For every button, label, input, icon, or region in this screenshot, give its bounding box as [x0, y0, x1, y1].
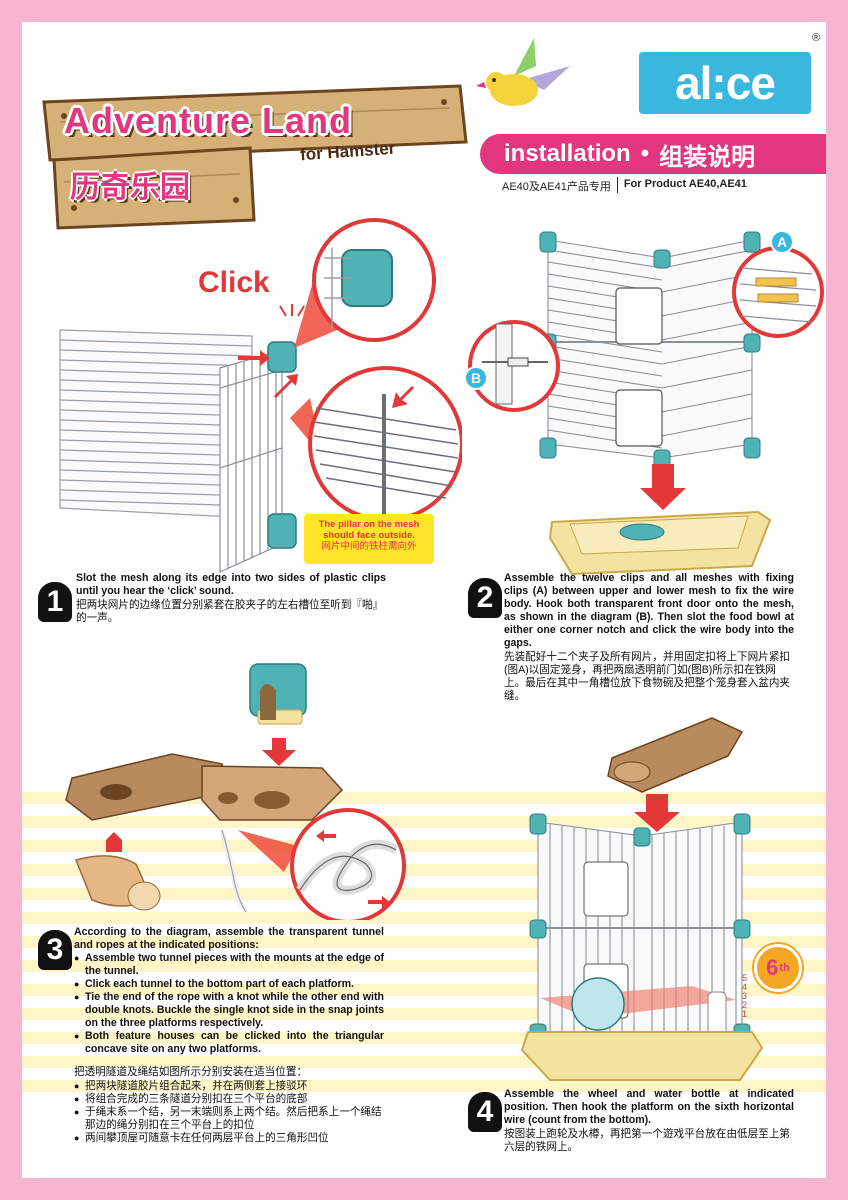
step3-bullet-cn: 于绳末系一个结，另一末端则系上两个结。然后把系上一个绳结那边的绳分别扣在三个平台…	[74, 1106, 384, 1132]
brand-logo-text: al:ce	[675, 57, 776, 109]
step4-illustration	[520, 717, 764, 1081]
level-number: 3	[742, 991, 748, 1001]
product-cn: AE40及AE41产品专用	[502, 181, 611, 193]
installation-dot: •	[640, 140, 650, 167]
step2-text: Assemble the twelve clips and all meshes…	[504, 572, 794, 703]
installation-label: installation	[504, 140, 631, 167]
level-number: 2	[742, 1000, 748, 1010]
step3-bullet: Both feature houses can be clicked into …	[74, 1030, 384, 1056]
bird-icon	[476, 38, 570, 106]
step3-bullets-cn: 把两块隧道胶片组合起来，并在两侧套上接驳环 将组合完成的三条隧道分别扣在三个平台…	[74, 1080, 384, 1145]
step1-text: Slot the mesh along its edge into two si…	[76, 572, 386, 625]
mesh-panel-left	[59, 329, 253, 519]
door-lower	[615, 389, 663, 447]
step3-bullet: Click each tunnel to the bottom part of …	[74, 978, 384, 991]
level-number: 5	[742, 973, 748, 983]
arrow-down	[640, 464, 686, 510]
arrow-down-4	[634, 794, 680, 832]
installation-label-cn: 组装说明	[659, 143, 756, 171]
door-upper	[615, 287, 663, 345]
food-bowl	[619, 523, 665, 541]
step3-intro: According to the diagram, assemble the t…	[74, 926, 384, 951]
step3-bullet-cn: 两间攀顶屋可随意卡在任何两层平台上的三角形凹位	[74, 1132, 384, 1145]
product-line: AE40及AE41产品专用 For Product AE40,AE41	[502, 177, 747, 194]
step3-bullet: Tie the end of the rope with a knot whil…	[74, 991, 384, 1030]
zoom-circle-a	[732, 246, 824, 338]
feature-house	[249, 663, 307, 717]
step4-number: 4	[468, 1092, 502, 1132]
step3-illustration	[65, 663, 406, 920]
step4-text: Assemble the wheel and water bottle at i…	[504, 1088, 794, 1154]
page-title-cn: 历奇乐园	[70, 171, 190, 204]
level-number: 1	[742, 1009, 748, 1019]
clip-top	[267, 341, 297, 373]
label-b: B	[464, 366, 488, 390]
arrow-right	[238, 350, 270, 366]
sixth-suffix: th	[779, 962, 790, 974]
pillar-note-cn: 网片中间的铁柱需向外	[321, 541, 417, 552]
product-separator	[616, 177, 618, 193]
sixth-number: 6	[766, 955, 779, 980]
brand-logo: al:ce	[639, 52, 811, 114]
step3-bullet: Assemble two tunnel pieces with the moun…	[74, 952, 384, 978]
step1-illustration	[59, 218, 462, 573]
level-number: 4	[742, 982, 748, 992]
step3-bullet-cn: 将组合完成的三条隧道分别扣在三个平台的底部	[74, 1093, 384, 1106]
step3-bullet-cn: 把两块隧道胶片组合起来，并在两侧套上接驳环	[74, 1080, 384, 1093]
step4-en: Assemble the wheel and water bottle at i…	[504, 1088, 794, 1126]
pillar-note: The pillar on the mesh should face outsi…	[304, 514, 434, 564]
page-title: Adventure Land	[64, 100, 353, 141]
step2-illustration	[468, 231, 824, 576]
registered-mark: ®	[812, 32, 821, 44]
step3-intro-cn: 把透明隧道及绳结如图所示分别安装在适当位置：	[74, 1066, 308, 1078]
level-numbers: 5 4 3 2 1	[742, 974, 747, 1019]
step3-number: 3	[38, 930, 72, 970]
product-en: For Product AE40,AE41	[623, 178, 747, 190]
wheel	[571, 977, 625, 1031]
arrow-diag	[274, 374, 298, 398]
step1-cn: 把两块网片的边缘位置分别紧套在胶夹子的左右槽位至听到『啪』的一声。	[76, 599, 384, 624]
step4-cn: 按图装上跑轮及水樽，再把第一个遊戏平台放在由低层至上第六层的铁网上。	[504, 1128, 791, 1153]
step2-cn: 先装配好十二个夹子及所有网片，并用固定扣将上下网片紧扣(图A)以固定笼身，再把两…	[504, 651, 791, 702]
door-upper-4	[583, 861, 629, 917]
label-a: A	[770, 230, 794, 254]
pillar-note-en: The pillar on the mesh should face outsi…	[318, 519, 420, 541]
step2-number: 2	[468, 578, 502, 618]
click-label: Click	[198, 266, 270, 299]
step3-bullets: Assemble two tunnel pieces with the moun…	[74, 952, 384, 1056]
cage-tray-4	[520, 1031, 764, 1081]
step1-en: Slot the mesh along its edge into two si…	[76, 572, 386, 597]
step3-text: According to the diagram, assemble the t…	[74, 926, 384, 1145]
clip-bottom	[267, 513, 297, 549]
installation-banner: installation • 组装说明	[480, 134, 826, 174]
step2-en: Assemble the twelve clips and all meshes…	[504, 572, 794, 649]
instruction-page: Adventure Land for Hamster 历奇乐园 ® al:ce …	[22, 22, 826, 1178]
step1-number: 1	[38, 582, 72, 622]
wooden-sign	[42, 84, 468, 230]
